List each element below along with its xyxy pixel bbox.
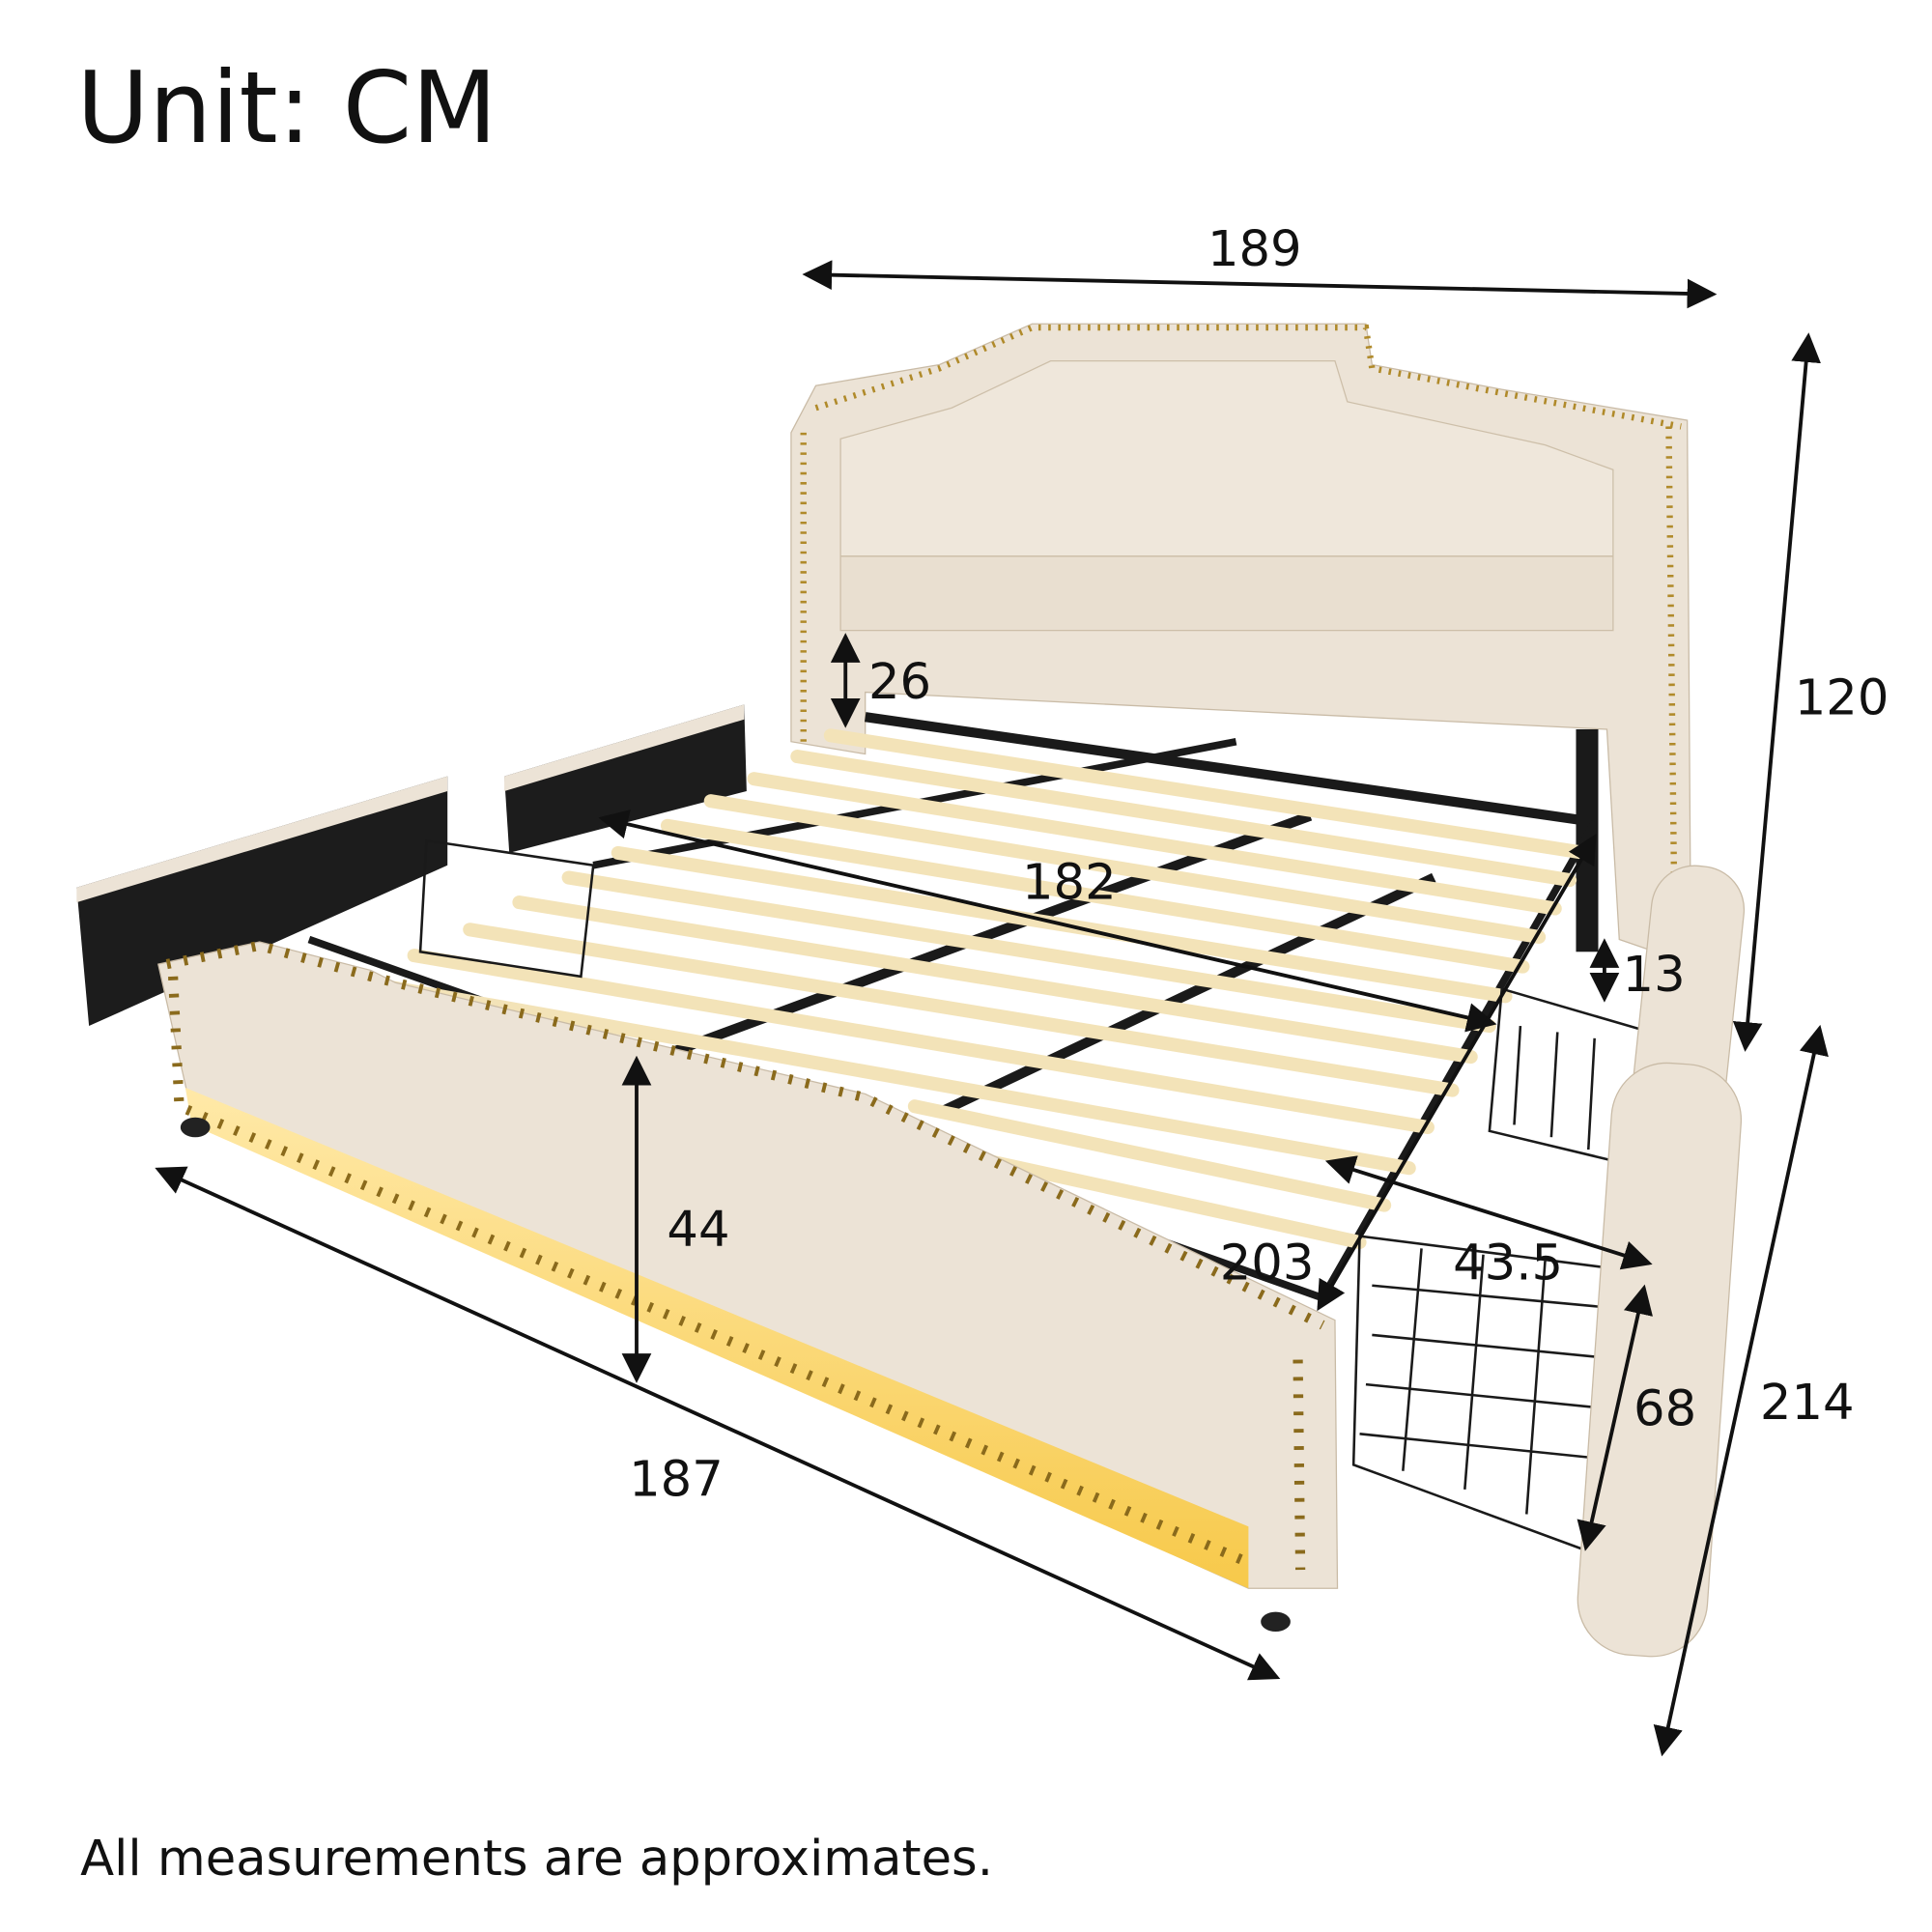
arrow-120 [1732,332,1821,1052]
label-44: 44 [667,1201,729,1259]
arrow-68 [1577,1284,1653,1551]
arrow-214 [1653,1024,1829,1757]
unit-title: Unit: CM [76,51,497,166]
label-182: 182 [1022,853,1117,911]
arrow-187 [155,1166,1281,1681]
label-189: 189 [1208,220,1302,278]
label-13: 13 [1623,946,1686,1004]
dimension-arrows [155,260,1829,1757]
arrow-43-5 [1324,1155,1653,1270]
label-120: 120 [1795,669,1889,727]
label-43-5: 43.5 [1453,1234,1563,1292]
label-214: 214 [1760,1374,1855,1432]
label-187: 187 [629,1450,724,1508]
label-68: 68 [1634,1379,1696,1437]
label-26: 26 [868,653,931,711]
disclaimer-text: All measurements are approximates. [80,1830,993,1888]
arrow-189 [802,260,1718,309]
label-203: 203 [1220,1234,1315,1292]
